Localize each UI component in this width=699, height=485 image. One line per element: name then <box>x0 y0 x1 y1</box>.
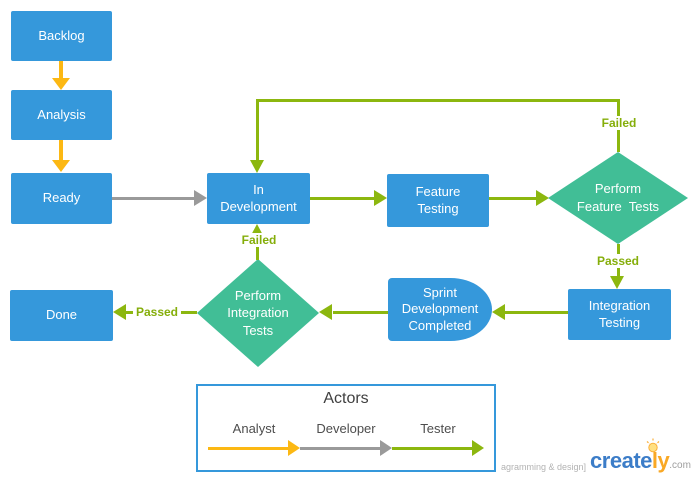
node-feature-testing[interactable]: Feature Testing <box>387 174 489 227</box>
node-feature-testing-label: Feature Testing <box>415 183 461 216</box>
node-ready-label: Ready <box>42 190 81 206</box>
connector-backlog-analysis-line <box>59 61 63 80</box>
edge-label-passed-integration-tests: Passed <box>132 305 182 319</box>
connector-ready-indevelopment-line <box>112 197 195 200</box>
connector-integrationtesting-sprint-line <box>505 311 568 314</box>
node-done[interactable]: Done <box>10 290 113 341</box>
connector-indevelopment-featuretesting-line <box>310 197 375 200</box>
node-done-label: Done <box>45 307 78 323</box>
legend-title: Actors <box>323 390 369 407</box>
node-backlog[interactable]: Backlog <box>11 11 112 61</box>
connector-integrationtesting-sprint-arrowhead <box>492 304 505 320</box>
node-integration-testing-label: Integration Testing <box>588 297 651 330</box>
node-in-development-label: In Development <box>220 181 297 214</box>
connector-featuretesting-performfeaturetests-arrowhead <box>536 190 549 206</box>
connector-performfeaturetests-integrationtesting-arrowhead <box>610 276 624 289</box>
analyst-arrow-icon <box>208 440 300 456</box>
node-backlog-label: Backlog <box>38 27 85 43</box>
legend-item-developer: Developer <box>300 421 392 456</box>
brand-create: create <box>590 448 652 473</box>
node-ready[interactable]: Ready <box>11 173 112 224</box>
legend-item-tester: Tester <box>392 421 484 456</box>
brand-dotcom: .com <box>669 460 691 471</box>
legend-actors-box: Actors Analyst Developer Tester <box>196 384 496 472</box>
legend-item-analyst-label: Analyst <box>232 421 276 436</box>
connector-indevelopment-featuretesting-arrowhead <box>374 190 387 206</box>
connector-analysis-ready-line <box>59 140 63 161</box>
connector-analysis-ready-arrowhead <box>52 160 70 172</box>
footer: agramming & design] creately.com <box>501 438 691 478</box>
connector-performintegrationtests-done-arrowhead <box>113 304 126 320</box>
connector-failed-loop-left-line <box>256 99 259 161</box>
creately-logo[interactable]: creately.com <box>590 438 691 478</box>
connector-featuretesting-performfeaturetests-line <box>489 197 537 200</box>
connector-sprint-performintegrationtests-arrowhead <box>319 304 332 320</box>
node-in-development[interactable]: In Development <box>207 173 310 224</box>
connector-failed-loop-arrowhead <box>250 160 264 173</box>
node-perform-feature-tests-label: Perform Feature Tests <box>576 181 660 214</box>
connector-backlog-analysis-arrowhead <box>52 78 70 90</box>
node-integration-testing[interactable]: Integration Testing <box>568 289 671 340</box>
connector-performintegrationtests-indevelopment-line <box>256 236 259 260</box>
node-analysis[interactable]: Analysis <box>11 90 112 140</box>
legend-item-analyst: Analyst <box>208 421 300 456</box>
tester-arrow-icon <box>392 440 484 456</box>
edge-label-passed-feature-tests: Passed <box>593 254 643 268</box>
connector-sprint-performintegrationtests-line <box>333 311 388 314</box>
connector-failed-loop-horizontal-line <box>256 99 620 102</box>
connector-ready-indevelopment-arrowhead <box>194 190 207 206</box>
footer-tagline: agramming & design] <box>501 462 587 472</box>
node-perform-integration-tests[interactable]: Perform Integration Tests <box>197 259 319 367</box>
legend-item-developer-label: Developer <box>316 421 376 436</box>
node-perform-feature-tests[interactable]: Perform Feature Tests <box>548 152 688 244</box>
developer-arrow-icon <box>300 440 392 456</box>
legend-items: Analyst Developer Tester <box>198 421 494 456</box>
node-sprint-development-completed[interactable]: Sprint Development Completed <box>388 278 492 341</box>
lightbulb-icon <box>646 438 660 453</box>
legend-item-tester-label: Tester <box>420 421 456 436</box>
node-perform-integration-tests-label: Perform Integration Tests <box>227 287 289 338</box>
edge-label-failed-feature-tests: Failed <box>598 116 640 130</box>
brand-ly: ly <box>651 448 670 473</box>
edge-label-failed-integration-tests: Failed <box>238 233 280 247</box>
node-analysis-label: Analysis <box>37 106 86 122</box>
node-sprint-development-completed-label: Sprint Development Completed <box>401 284 479 333</box>
